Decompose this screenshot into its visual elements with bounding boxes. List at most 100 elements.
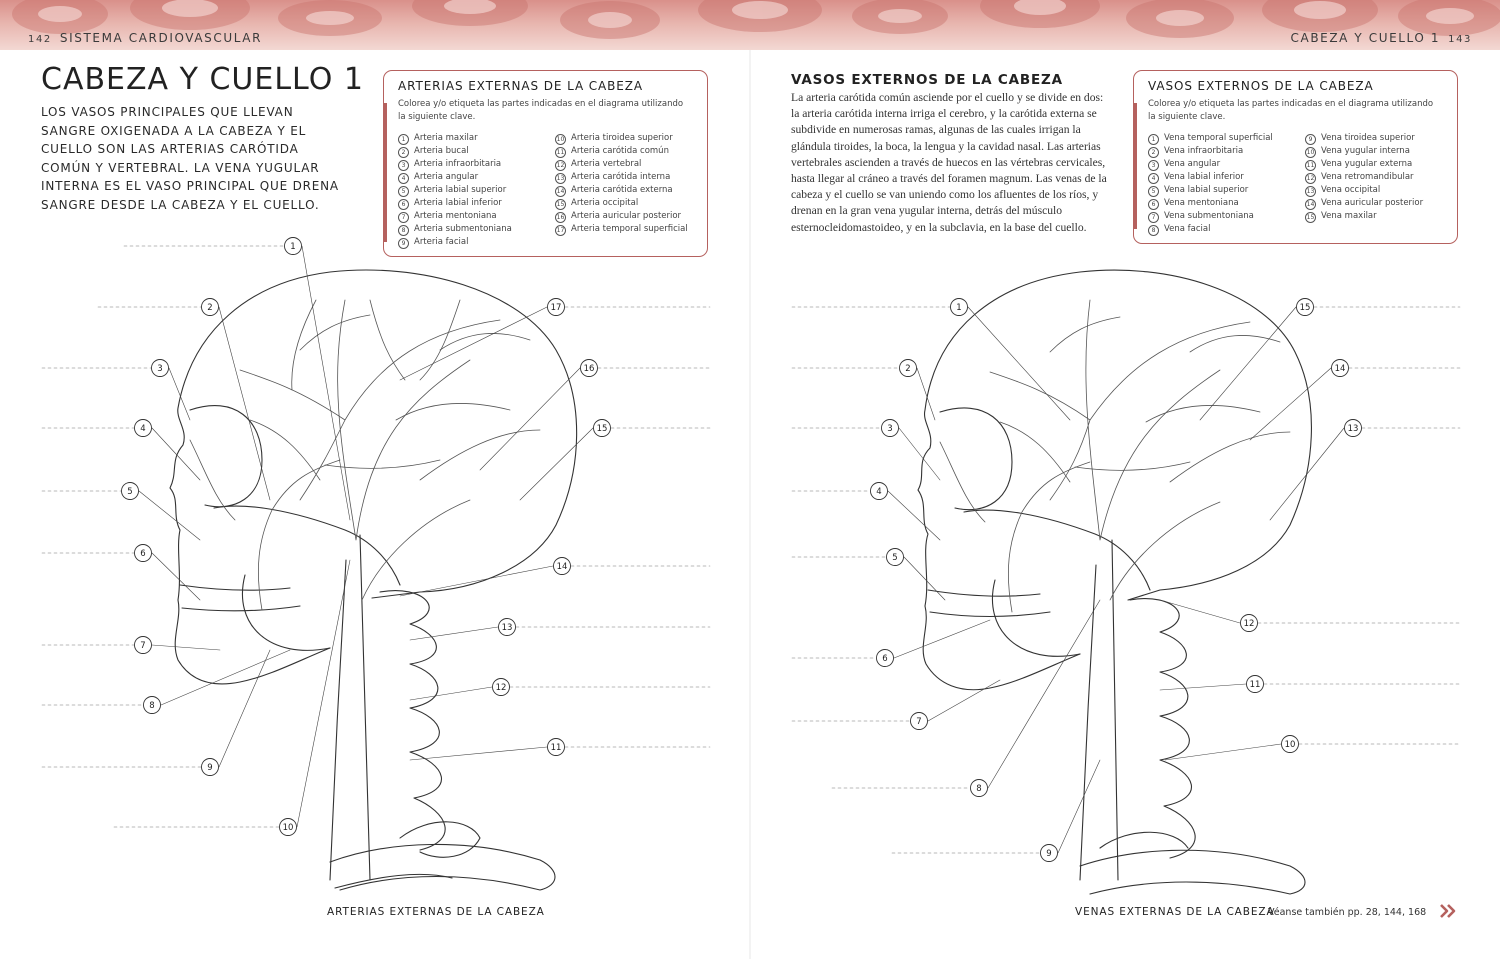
callout-number: 5 (121, 482, 139, 500)
key-item: 14 Arteria carótida externa (555, 184, 688, 197)
callout-label: 15 (597, 424, 608, 434)
callout-number: 8 (143, 696, 161, 714)
key-item-number: 10 (1305, 147, 1316, 158)
leader-lines (138, 245, 1345, 854)
callout-label: 11 (1250, 680, 1261, 690)
key-item-number: 2 (398, 147, 409, 158)
callout-number: 11 (1246, 675, 1264, 693)
callout-label: 17 (551, 303, 562, 313)
key-item: 9 Vena tiroidea superior (1305, 132, 1423, 145)
key-item-label: Arteria mentoniana (414, 211, 497, 221)
key-item-label: Arteria tiroidea superior (571, 133, 673, 143)
callout-label: 14 (1335, 364, 1346, 374)
key-item-label: Arteria maxilar (414, 133, 478, 143)
key-item-number: 8 (1148, 225, 1159, 236)
key-item-label: Arteria submentoniana (414, 224, 512, 234)
key-item-label: Arteria carótida externa (571, 185, 673, 195)
key-item-number: 10 (555, 134, 566, 145)
callout-number: 15 (593, 419, 611, 437)
key-item-number: 14 (1305, 199, 1316, 210)
callout-label: 14 (557, 562, 568, 572)
callout-number: 4 (134, 419, 152, 437)
key-item-number: 11 (1305, 160, 1316, 171)
right-vessels (939, 299, 1291, 613)
blood-cells-image (12, 0, 1500, 39)
key-item-label: Vena retromandibular (1321, 172, 1414, 182)
key-item-number: 13 (1305, 186, 1316, 197)
key-item-number: 17 (555, 225, 566, 236)
callout-number: 16 (580, 359, 598, 377)
callout-label: 10 (283, 823, 294, 833)
key-item-label: Arteria labial inferior (414, 198, 502, 208)
key-item-number: 9 (1305, 134, 1316, 145)
callout-number: 15 (1296, 298, 1314, 316)
key-item: 15 Vena maxilar (1305, 210, 1423, 223)
key-item-label: Vena temporal superficial (1164, 133, 1273, 143)
key-item: 4 Vena labial inferior (1148, 171, 1273, 184)
callout-label: 1 (290, 242, 295, 252)
callout-number: 5 (886, 548, 904, 566)
callout-label: 4 (140, 424, 145, 434)
left-vessels (189, 299, 541, 611)
callout-label: 8 (149, 701, 154, 711)
page-title: CABEZA Y CUELLO 1 (41, 62, 364, 97)
key-item-label: Vena labial superior (1164, 185, 1249, 195)
see-also-link[interactable]: Véanse también pp. 28, 144, 168 (1268, 907, 1427, 918)
key-item-label: Arteria infraorbitaria (414, 159, 502, 169)
key-item: 2 Arteria bucal (398, 145, 512, 158)
callout-number: 12 (1240, 614, 1258, 632)
callout-label: 3 (157, 364, 162, 374)
key-item-number: 12 (555, 160, 566, 171)
callout-label: 6 (882, 654, 887, 664)
key-item-number: 2 (1148, 147, 1159, 158)
callout-number: 1 (950, 298, 968, 316)
callout-label: 11 (551, 743, 562, 753)
callout-number: 6 (134, 544, 152, 562)
callout-label: 7 (140, 641, 145, 651)
key-item-number: 8 (398, 225, 409, 236)
key-item-label: Vena yugular externa (1321, 159, 1413, 169)
callout-number: 4 (870, 482, 888, 500)
dotted-label-lines (41, 245, 1461, 854)
key-item-number: 15 (1305, 212, 1316, 223)
key-item-number: 16 (555, 212, 566, 223)
key-item-label: Vena tiroidea superior (1321, 133, 1415, 143)
key-item-label: Arteria carótida común (571, 146, 669, 156)
key-title: ARTERIAS EXTERNAS DE LA CABEZA (398, 79, 644, 93)
key-item-number: 4 (1148, 173, 1159, 184)
key-item-number: 3 (1148, 160, 1159, 171)
key-item-number: 7 (398, 212, 409, 223)
key-item-label: Vena labial inferior (1164, 172, 1244, 182)
callout-label: 5 (892, 553, 897, 563)
callout-label: 8 (976, 784, 981, 794)
key-item-label: Vena infraorbitaria (1164, 146, 1244, 156)
callout-label: 16 (584, 364, 595, 374)
double-chevron-right-icon (1440, 904, 1456, 918)
key-item-label: Arteria bucal (414, 146, 469, 156)
body-text: La arteria carótida común asciende por e… (791, 91, 1107, 234)
key-item-label: Vena submentoniana (1164, 211, 1254, 221)
callout-number: 14 (553, 557, 571, 575)
key-item-number: 1 (398, 134, 409, 145)
callout-number: 14 (1331, 359, 1349, 377)
callout-label: 2 (905, 364, 910, 374)
callout-label: 4 (876, 487, 881, 497)
key-item-label: Vena maxilar (1321, 211, 1377, 221)
key-item-label: Arteria angular (414, 172, 479, 182)
key-item-number: 5 (398, 186, 409, 197)
key-item-number: 14 (555, 186, 566, 197)
callout-label: 12 (1244, 619, 1255, 629)
